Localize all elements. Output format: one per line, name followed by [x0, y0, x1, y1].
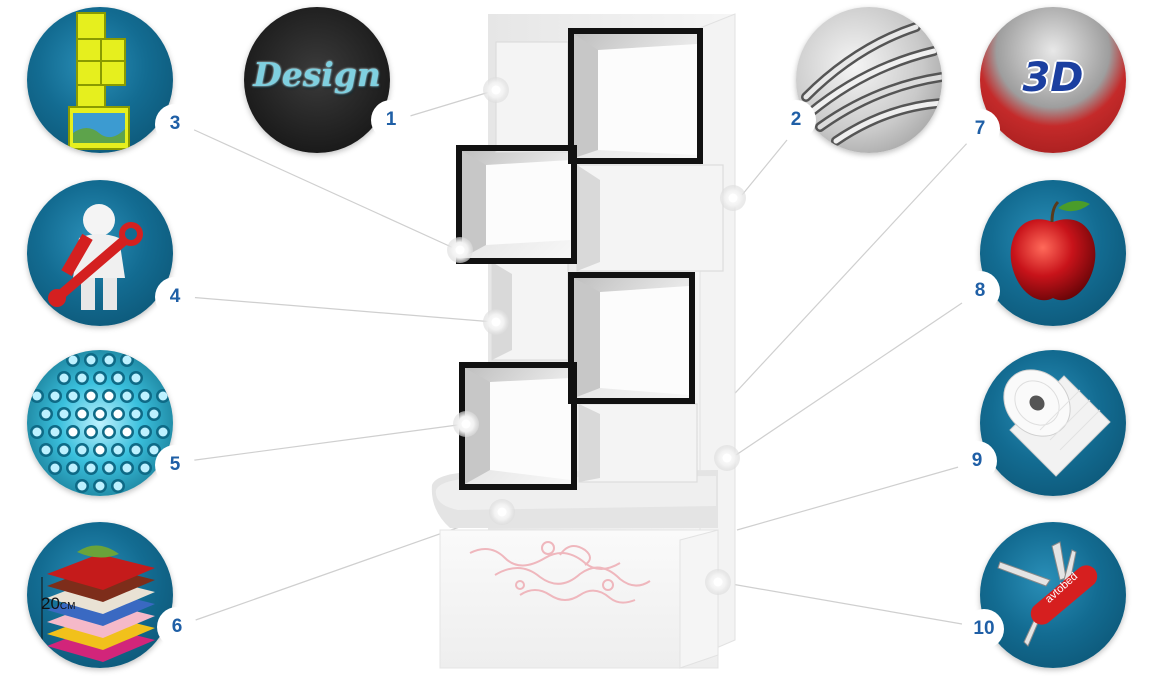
callout-badge-1[interactable]: Design: [244, 7, 390, 153]
led-light: [32, 391, 42, 401]
led-light: [68, 427, 78, 437]
leader-line-10: [719, 581, 963, 625]
led-light: [140, 391, 150, 401]
callout-number-10: 10: [964, 609, 1004, 649]
led-light: [86, 427, 96, 437]
led-light: [158, 427, 168, 437]
leader-line-9: [736, 465, 963, 531]
led-light: [77, 445, 87, 455]
led-light: [140, 463, 150, 473]
led-light: [95, 409, 105, 419]
led-light: [122, 427, 132, 437]
3d-logo-icon: 3D: [980, 7, 1126, 153]
callout-badge-7[interactable]: 3D: [980, 7, 1126, 153]
led-light: [86, 355, 96, 365]
led-light: [50, 391, 60, 401]
callout-badge-5[interactable]: [27, 350, 173, 496]
leader-line-3: [189, 127, 459, 251]
led-light: [77, 409, 87, 419]
led-light: [113, 445, 123, 455]
led-light: [32, 427, 42, 437]
design-word-icon: Design: [244, 7, 390, 153]
leader-line-1: [409, 89, 497, 117]
callout-number-9: 9: [957, 441, 997, 481]
led-light: [104, 391, 114, 401]
callout-number-2: 2: [776, 100, 816, 140]
led-light: [104, 355, 114, 365]
yellow-shelf-icon: [68, 12, 130, 150]
led-light: [59, 409, 69, 419]
design-word-text: Design: [253, 55, 381, 94]
led-light: [113, 409, 123, 419]
callout-number-1: 1: [371, 100, 411, 140]
led-light: [122, 463, 132, 473]
led-light: [86, 391, 96, 401]
callout-badge-2[interactable]: [796, 7, 942, 153]
leader-line-8: [735, 302, 963, 456]
led-light: [131, 409, 141, 419]
foam-roll-icon: [1003, 369, 1111, 477]
leader-line-4: [187, 296, 495, 323]
led-light: [113, 373, 123, 383]
led-light: [41, 445, 51, 455]
led-light: [104, 463, 114, 473]
led-light: [59, 373, 69, 383]
led-light: [77, 481, 87, 491]
leader-line-5: [187, 423, 466, 462]
led-light: [50, 463, 60, 473]
callout-number-4: 4: [155, 277, 195, 317]
mattress-height-unit: CM: [59, 601, 76, 612]
callout-number-5: 5: [155, 445, 195, 485]
callout-number-8: 8: [960, 271, 1000, 311]
led-light: [131, 373, 141, 383]
led-light: [131, 445, 141, 455]
led-light: [158, 391, 168, 401]
mattress-height-value: 20: [41, 594, 60, 613]
led-light: [50, 427, 60, 437]
callout-badge-3[interactable]: [27, 7, 173, 153]
led-light: [104, 427, 114, 437]
metal-strips-icon: [801, 22, 942, 146]
repairman-wrench-icon: [48, 204, 143, 310]
floral-ornament: [469, 541, 651, 604]
callout-badge-8[interactable]: [980, 180, 1126, 326]
led-light: [59, 445, 69, 455]
callout-number-6: 6: [157, 607, 197, 647]
led-light: [68, 391, 78, 401]
led-light: [86, 463, 96, 473]
led-light: [140, 427, 150, 437]
led-light: [95, 373, 105, 383]
callout-badge-6[interactable]: 20CM: [27, 522, 173, 668]
3d-logo-text: 3D: [1022, 55, 1084, 101]
red-apple-icon: [1010, 200, 1096, 301]
swiss-knife-icon: [997, 541, 1098, 647]
callout-badge-9[interactable]: [980, 350, 1126, 496]
led-light: [149, 445, 159, 455]
callout-badge-4[interactable]: [27, 180, 173, 326]
led-lights-icon: [30, 353, 170, 493]
callout-number-7: 7: [960, 109, 1000, 149]
led-light: [113, 481, 123, 491]
led-light: [77, 373, 87, 383]
mattress-layers-icon: [41, 545, 155, 662]
callout-number-3: 3: [155, 104, 195, 144]
leader-line-2: [741, 139, 788, 196]
mattress-height-label: 20CM: [41, 594, 75, 614]
callout-badge-10[interactable]: avtobed: [980, 522, 1126, 668]
led-light: [95, 445, 105, 455]
led-light: [122, 391, 132, 401]
led-light: [68, 355, 78, 365]
led-light: [149, 409, 159, 419]
led-light: [122, 355, 132, 365]
led-light: [68, 463, 78, 473]
led-light: [95, 481, 105, 491]
led-light: [41, 409, 51, 419]
